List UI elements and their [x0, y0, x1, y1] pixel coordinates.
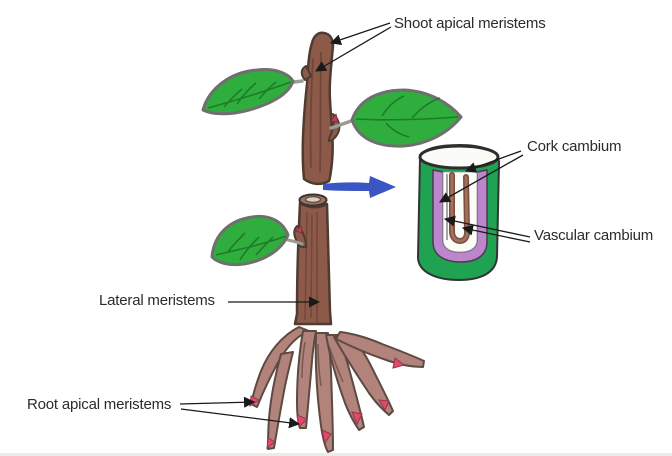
cylinder-top-surface: [418, 144, 500, 170]
root-tip: [321, 429, 332, 445]
root-upper-right: [335, 331, 425, 368]
label-lateral-meristems: Lateral meristems: [99, 292, 215, 309]
label-shoot-apical-meristems: Shoot apical meristems: [394, 15, 546, 32]
lower-leaf-veins: [215, 232, 287, 261]
root-left: [250, 326, 310, 408]
label-cork-cambium: Cork cambium: [527, 138, 622, 155]
root-apical-pointer-1: [179, 396, 256, 408]
root-tip: [392, 357, 406, 369]
root-tip: [378, 399, 390, 412]
label-root-apical-meristems: Root apical meristems: [27, 396, 172, 413]
stem-notch: [300, 65, 312, 81]
upper-stem: [301, 31, 335, 186]
upper-left-leaf-veins: [207, 81, 292, 109]
root-tip: [351, 411, 363, 426]
cork-cambium-pointer-1: [464, 150, 522, 173]
upper-shoot-segment: [201, 31, 463, 186]
vascular-cambium-pointer-2: [461, 224, 531, 243]
lower-plant: [210, 193, 425, 453]
annotation-lines: [179, 22, 531, 429]
root-detail-lines: [301, 341, 344, 387]
vascular-cambium-pointer-1: [443, 215, 531, 238]
cork-cambium-pointer-2: [439, 154, 524, 203]
lower-axil-bud: [295, 225, 303, 234]
upper-left-leaf: [201, 68, 295, 116]
root-apical-pointer-2: [180, 408, 301, 429]
root-mid: [296, 330, 317, 429]
stem-cross-section: [417, 144, 500, 281]
right-petiole: [329, 119, 353, 130]
lower-petiole: [286, 238, 304, 246]
shoot-apical-pointer-1: [329, 22, 391, 46]
upper-right-leaf-veins: [355, 95, 459, 138]
lower-leaf: [210, 214, 290, 267]
label-vascular-cambium: Vascular cambium: [534, 227, 654, 244]
right-arrow-icon: [323, 176, 396, 198]
root-tip: [266, 437, 276, 450]
root-system: [250, 326, 425, 453]
axillary-bud: [330, 113, 339, 123]
photo-edge: [0, 453, 672, 456]
shoot-apical-pointer-2: [315, 26, 392, 72]
lower-stem: [293, 201, 333, 326]
root-left-long: [267, 351, 294, 450]
stem-cut-pith: [304, 196, 322, 203]
upper-right-leaf: [350, 88, 463, 148]
